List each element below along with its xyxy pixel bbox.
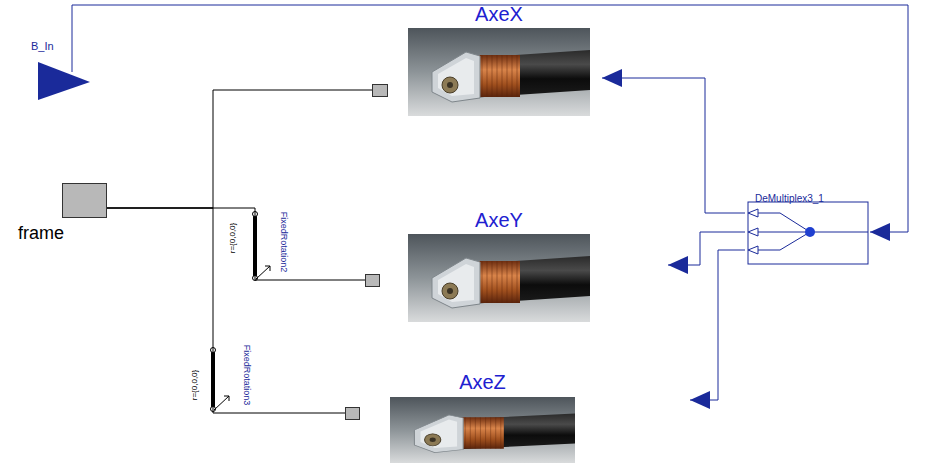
connector-name: frame [18, 180, 64, 244]
label-holder: r={0,0,0} [228, 223, 238, 253]
coil-picture [408, 28, 590, 116]
sensor-axis: AxeX [372, 2, 602, 128]
connector [668, 232, 745, 274]
sensor-axis: AxeY [365, 208, 668, 324]
connector [107, 208, 365, 280]
connector-line [107, 208, 345, 413]
connector-line [690, 250, 745, 400]
connector [690, 250, 745, 409]
axis-title: AxeZ [390, 370, 575, 394]
coil-picture [390, 397, 575, 463]
frame-connector: frame [15, 180, 107, 250]
component-name: FixedRotation3 [241, 345, 252, 406]
label-holder: FixedRotation3 [241, 345, 252, 406]
frame-port [365, 274, 380, 287]
arrow-head [668, 256, 688, 274]
connector-line [602, 78, 745, 213]
arrow-head [690, 391, 710, 409]
connector-name: B_In [31, 40, 54, 53]
frame-port [372, 84, 388, 97]
frame-port [345, 407, 360, 420]
block-name: DeMultiplex3_1 [755, 192, 824, 205]
connector [602, 69, 745, 213]
frame-box [62, 183, 107, 218]
axis-title: AxeY [408, 208, 590, 232]
connector-line [72, 5, 908, 232]
demultiplex-block: DeMultiplex3_1 [745, 188, 870, 268]
parameter-value: r={0,0,0} [228, 223, 238, 253]
input-connector: B_In [28, 36, 100, 102]
parameter-value: r={0,0,0} [190, 370, 200, 400]
arrow-head [602, 69, 622, 87]
component-name: FixedRotation2 [278, 212, 289, 273]
sensor-axis: AxeZ [345, 370, 690, 463]
coil-picture [408, 234, 590, 322]
axis-title: AxeX [408, 2, 590, 26]
connector [107, 90, 372, 208]
arrow-head [870, 223, 890, 241]
connector [107, 208, 345, 413]
connector-line [107, 90, 372, 208]
connector-line [107, 208, 365, 280]
label-holder: FixedRotation2 [278, 212, 289, 273]
label-holder: r={0,0,0} [190, 370, 200, 400]
